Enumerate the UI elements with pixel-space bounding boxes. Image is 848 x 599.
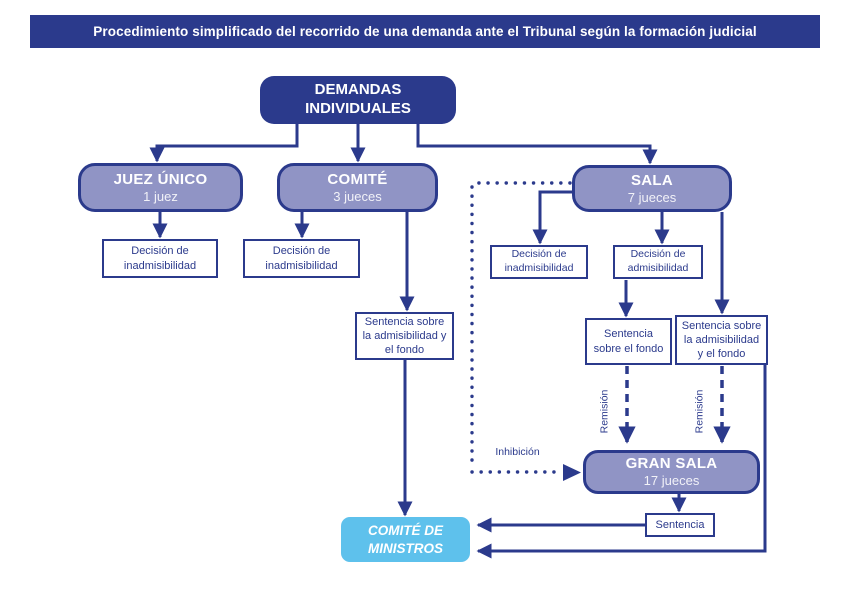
node-demandas-individuales: DEMANDAS INDIVIDUALES [260,76,456,124]
node-comite: COMITÉ 3 jueces [277,163,438,212]
node-decision-admisibilidad-sala: Decisión de admisibilidad [613,245,703,279]
diagram-title: Procedimiento simplificado del recorrido… [30,15,820,48]
node-sentencia-fondo-sala: Sentencia sobre el fondo [585,318,672,365]
sala-subtitle: 7 jueces [627,189,677,205]
node-gran-sala: GRAN SALA 17 jueces [583,450,760,494]
node-decision-inadmisibilidad-juez: Decisión de inadmisibilidad [102,239,218,278]
sala-title: SALA [630,171,674,189]
comite-subtitle: 3 jueces [333,188,382,204]
edge-sala-decision-inadmisibilidad [532,190,572,245]
node-decision-inadmisibilidad-sala: Decisión de inadmisibilidad [490,245,588,279]
node-sentencia-admisibilidad-fondo-comite: Sentencia sobre la admisibilidad y el fo… [355,312,454,360]
node-sala: SALA 7 jueces [572,165,732,212]
node-juez-unico: JUEZ ÚNICO 1 juez [78,163,243,212]
inhibicion-arrowhead [563,464,581,481]
label-inhibicion: Inhibición [495,446,540,458]
edge-sala-sentencia-comite-ministros [476,365,767,559]
comite-title: COMITÉ [327,170,388,188]
edge-demandas-juez-unico [149,124,299,163]
node-sentencia-gran-sala: Sentencia [645,513,715,537]
edge-demandas-sala [416,124,658,165]
gran-sala-title: GRAN SALA [625,455,718,473]
juez-unico-title: JUEZ ÚNICO [113,170,208,188]
node-decision-inadmisibilidad-comite: Decisión de inadmisibilidad [243,239,360,278]
juez-unico-subtitle: 1 juez [143,188,178,204]
node-sentencia-admisibilidad-fondo-sala: Sentencia sobre la admisibilidad y el fo… [675,315,768,365]
label-remision-fondo: Remisión [598,389,611,434]
node-comite-ministros: COMITÉ DE MINISTROS [341,517,470,562]
gran-sala-subtitle: 17 jueces [643,473,700,489]
label-remision-admisibilidad: Remisión [693,389,706,434]
